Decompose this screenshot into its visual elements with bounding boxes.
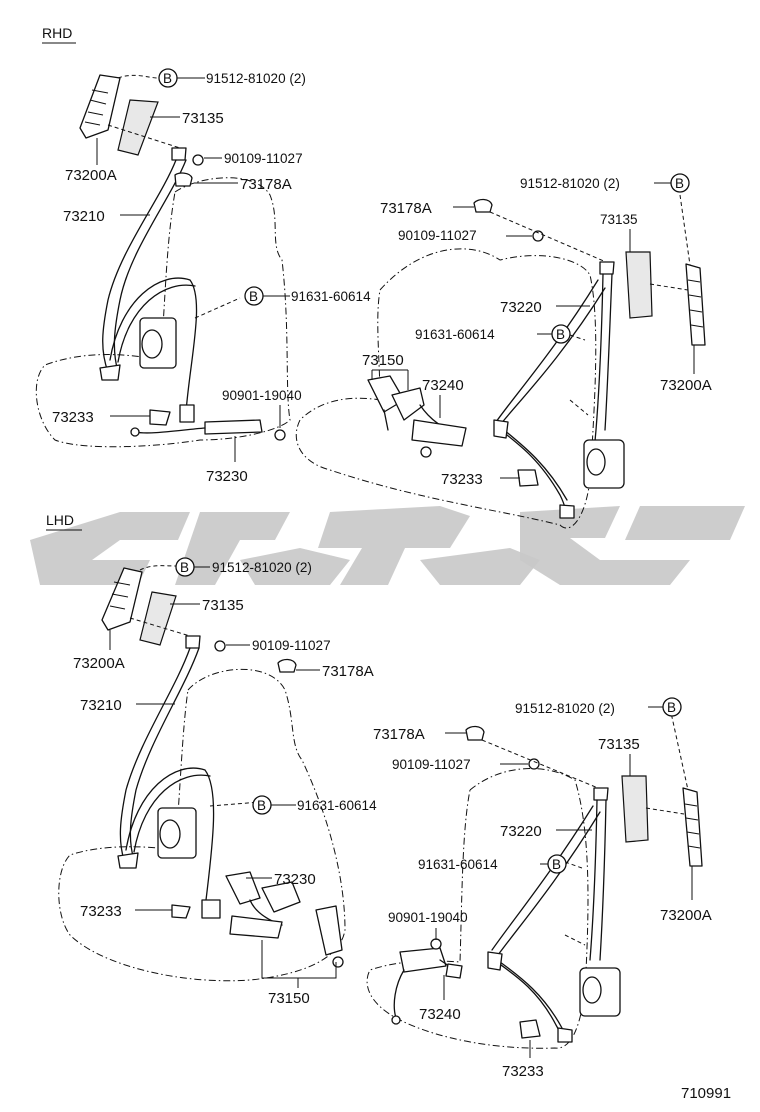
lhd-label-r-buckle-inner: 73240 [419, 1006, 461, 1023]
rhd-label-cover-small: 73233 [52, 409, 94, 426]
rhd-label-r-buckle-set: 73150 [362, 352, 404, 369]
rhd-right-seat-outline [295, 248, 597, 529]
rhd-left-dash-leaders [107, 74, 241, 319]
lhd-right-seat-outline [366, 768, 589, 1049]
circle-ref-b: B [552, 857, 561, 872]
lhd-label-bolt-retractor: 91631-60614 [297, 798, 377, 813]
rhd-label-bolt-buckle: 90901-19040 [222, 388, 302, 403]
rhd-left-belt-assembly [79, 74, 286, 441]
diagram-id: 710991 [681, 1085, 731, 1102]
lhd-label-r-cover-small: 73233 [502, 1063, 544, 1080]
rhd-label-guide: 73178A [240, 176, 292, 193]
circle-ref-b: B [675, 176, 684, 191]
rhd-label-bolt-retractor: 91631-60614 [291, 289, 371, 304]
lhd-label-r-guide: 73178A [373, 726, 425, 743]
lhd-label-guide: 73178A [322, 663, 374, 680]
rhd-label-buckle: 73230 [206, 468, 248, 485]
rhd-label-r-anchor-adj: 73200A [660, 377, 712, 394]
rhd-label-r-buckle-inner: 73240 [422, 377, 464, 394]
lhd-left-seat-outline [58, 668, 346, 982]
lhd-label-buckle: 73230 [274, 871, 316, 888]
lhd-label-belt-front-outer: 73210 [80, 697, 122, 714]
lhd-label-r-bolt-retractor: 91631-60614 [418, 857, 498, 872]
lhd-label-r-anchor-adj: 73200A [660, 907, 712, 924]
circle-ref-b: B [163, 71, 172, 86]
rhd-label-r-guide: 73178A [380, 200, 432, 217]
rhd-label-r-belt: 73220 [500, 299, 542, 316]
lhd-right-belt-assembly [391, 725, 703, 1043]
lhd-right-dash-leaders [481, 707, 689, 946]
lhd-label-cover: 73135 [202, 597, 244, 614]
lhd-label-cover-small: 73233 [80, 903, 122, 920]
lhd-left-dash-leaders [129, 565, 261, 807]
rhd-label-r-bolt-retractor: 91631-60614 [415, 327, 495, 342]
section-label-lhd: LHD [46, 512, 74, 528]
lhd-left-belt-assembly [101, 567, 344, 968]
section-label-rhd: RHD [42, 25, 72, 41]
lhd-label-anchor-adj: 73200A [73, 655, 125, 672]
lhd-label-buckle-set: 73150 [268, 990, 310, 1007]
circle-ref-b: B [249, 289, 258, 304]
lhd-label-r-bolt-long: 91512-81020 (2) [515, 701, 615, 716]
rhd-label-r-bolt-short: 90109-11027 [398, 228, 477, 243]
rhd-label-bolt-short: 90109-11027 [224, 151, 303, 166]
lhd-label-r-belt: 73220 [500, 823, 542, 840]
lhd-label-bolt-short: 90109-11027 [252, 638, 331, 653]
circle-ref-b: B [556, 327, 565, 342]
lhd-label-bolt-long: 91512-81020 (2) [212, 560, 312, 575]
lhd-label-r-bolt-short: 90109-11027 [392, 757, 471, 772]
lhd-label-r-bolt-buckle: 90901-19040 [388, 910, 468, 925]
rhd-label-anchor-adj: 73200A [65, 167, 117, 184]
circle-ref-b: B [667, 700, 676, 715]
rhd-label-r-cover-small: 73233 [441, 471, 483, 488]
rhd-right-dash-leaders [489, 194, 691, 416]
rhd-label-r-bolt-long: 91512-81020 (2) [520, 176, 620, 191]
lhd-label-r-cover: 73135 [598, 736, 640, 753]
rhd-right-belt-assembly [367, 198, 706, 519]
rhd-label-r-cover: 73135 [600, 212, 638, 227]
circle-ref-b: B [180, 560, 189, 575]
rhd-label-bolt-long: 91512-81020 (2) [206, 71, 306, 86]
rhd-label-belt-front-outer: 73210 [63, 208, 105, 225]
rhd-label-cover: 73135 [182, 110, 224, 127]
circle-ref-b: B [257, 798, 266, 813]
